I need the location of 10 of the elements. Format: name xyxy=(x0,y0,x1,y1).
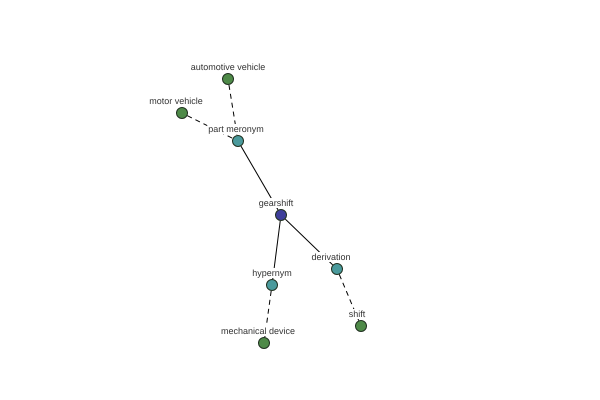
connector-line xyxy=(338,274,360,321)
node-label: mechanical device xyxy=(220,326,296,336)
node-label: automotive vehicle xyxy=(190,62,266,72)
connector-line xyxy=(264,290,272,338)
node-label: derivation xyxy=(310,252,352,262)
node-label: gearshift xyxy=(258,198,294,208)
node-label: motor vehicle xyxy=(148,96,204,106)
node-label: hypernym xyxy=(251,268,293,278)
node-label: shift xyxy=(348,309,366,319)
node-label: part meronym xyxy=(207,124,265,134)
